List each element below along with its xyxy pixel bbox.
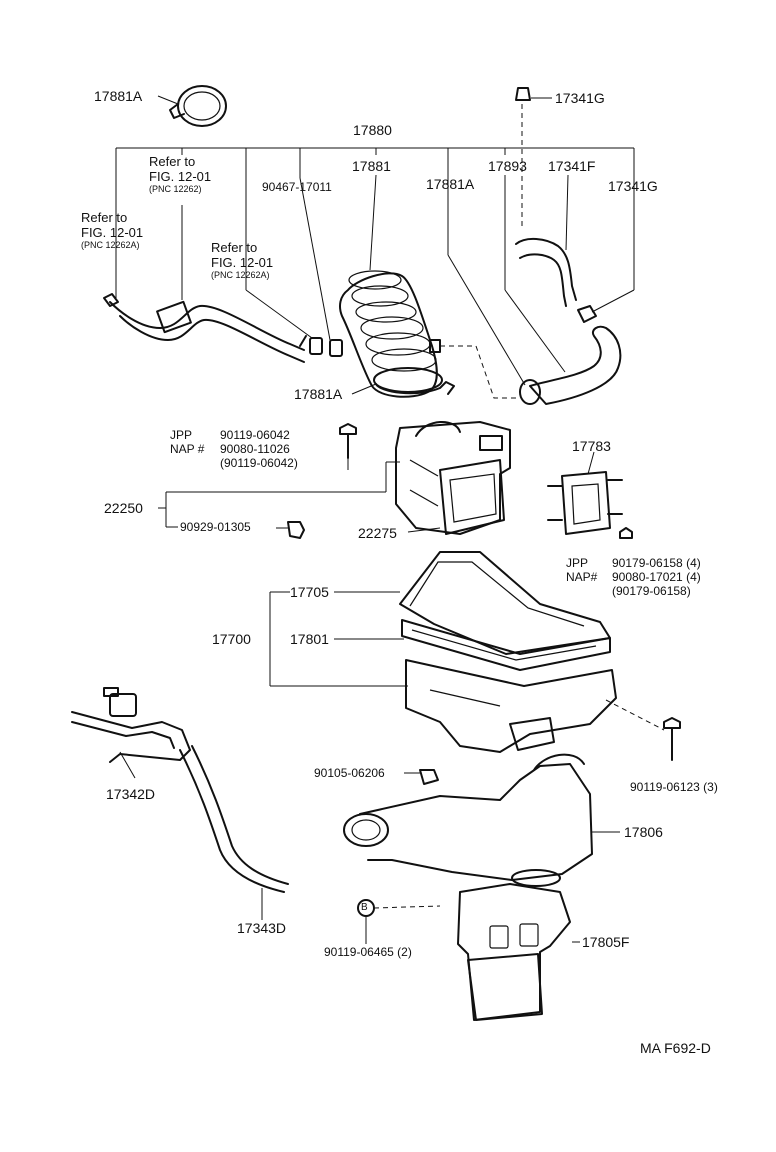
bolt-17700-pn2: 90080-17021 (4): [612, 570, 701, 584]
hose-17342D: [71, 687, 191, 779]
label-90119-06123: 90119-06123 (3): [630, 780, 718, 794]
label-17343D: 17343D: [237, 920, 287, 936]
ref-a-line1: Refer to: [149, 154, 196, 169]
bolt-17700-pn1: 90179-06158 (4): [612, 556, 701, 570]
label-17881A-top: 17881A: [94, 88, 143, 104]
hose-17341F: [515, 174, 577, 307]
label-90119-06465: 90119-06465 (2): [324, 945, 412, 959]
ref-c-line2: FIG. 12-01: [211, 255, 274, 270]
label-17341F: 17341F: [548, 158, 596, 174]
hose-17893: [447, 170, 622, 405]
ref-c-line1: Refer to: [211, 240, 258, 255]
bolt-22250-pn3: (90119-06042): [220, 456, 298, 470]
figure-code: MA F692-D: [640, 1040, 711, 1056]
clamp-17881A-mid: [351, 381, 455, 395]
ref-c-line3: (PNC 12262A): [211, 270, 270, 280]
clip-90929-01305: [276, 521, 305, 539]
label-17893: 17893: [488, 158, 527, 174]
dash-route-1: [440, 345, 520, 399]
ref-a-line2: FIG. 12-01: [149, 169, 212, 184]
ref-b-line2: FIG. 12-01: [81, 225, 144, 240]
clip-17341G-top: [515, 87, 552, 230]
label-17783: 17783: [572, 438, 611, 454]
label-17342D: 17342D: [106, 786, 156, 802]
gasket-17783: [547, 451, 623, 535]
label-17881A-mid: 17881A: [426, 176, 475, 192]
air-flow-meter-22250: [395, 420, 511, 535]
resonator-17805F: [457, 869, 580, 1021]
label-17881A-low: 17881A: [294, 386, 343, 402]
label-22275: 22275: [358, 525, 397, 541]
label-17880: 17880: [353, 122, 392, 138]
bolt-22250-pn1: 90119-06042: [220, 428, 290, 442]
hose-left: [103, 205, 307, 363]
callout-b: [357, 899, 441, 944]
label-17805F: 17805F: [582, 934, 630, 950]
bolt-17700-pn3: (90179-06158): [612, 584, 691, 598]
clamp-17881A-top: [157, 85, 227, 127]
bracket-17700: [269, 591, 408, 687]
clips-90467: [245, 177, 343, 357]
reference-note-c: Refer to FIG. 12-01 (PNC 12262A): [211, 240, 273, 280]
bolt-17700-nap: NAP#: [566, 570, 598, 584]
dash-route-2: [605, 699, 665, 731]
hose-17343D: [179, 745, 289, 920]
lead-22275: [407, 527, 441, 533]
bolt-90105-06206: [404, 769, 439, 785]
reference-note-b: Refer to FIG. 12-01 (PNC 12262A): [81, 210, 143, 250]
element-17801: [401, 619, 611, 671]
label-17801: 17801: [290, 631, 329, 647]
bolt-17700-jpp: JPP: [566, 556, 589, 570]
label-90929-01305: 90929-01305: [180, 520, 251, 534]
bolt-22250-pn2: 90080-11026: [220, 442, 290, 456]
label-17806: 17806: [624, 824, 663, 840]
ref-b-line1: Refer to: [81, 210, 128, 225]
label-90467-17011: 90467-17011: [262, 180, 332, 194]
duct-17806: [343, 753, 620, 881]
reference-note-a: Refer to FIG. 12-01 (PNC 12262): [149, 154, 211, 194]
label-17700: 17700: [212, 631, 251, 647]
label-17341G-right: 17341G: [608, 178, 658, 194]
intake-hose-17881: [339, 174, 443, 398]
bolt-90179-06158: [619, 527, 633, 539]
label-17341G-top: 17341G: [555, 90, 605, 106]
bolt-22250-jpp: JPP: [170, 428, 193, 442]
bolt-90119-06123: [663, 717, 681, 761]
ref-b-line3: (PNC 12262A): [81, 240, 140, 250]
bolt-90119-06042: [339, 423, 357, 470]
bracket-22250: [158, 461, 400, 528]
label-17705: 17705: [290, 584, 329, 600]
label-22250: 22250: [104, 500, 143, 516]
clip-17341G-right: [577, 178, 635, 323]
bolt-22250-nap: NAP #: [170, 442, 205, 456]
air-cleaner-cap-17705: [399, 551, 611, 655]
case-17700: [405, 659, 617, 753]
ref-a-line3: (PNC 12262): [149, 184, 202, 194]
bracket-17880: [115, 147, 635, 290]
label-90105-06206: 90105-06206: [314, 766, 385, 780]
label-17881: 17881: [352, 158, 391, 174]
callout-b-letter: B: [361, 902, 368, 913]
